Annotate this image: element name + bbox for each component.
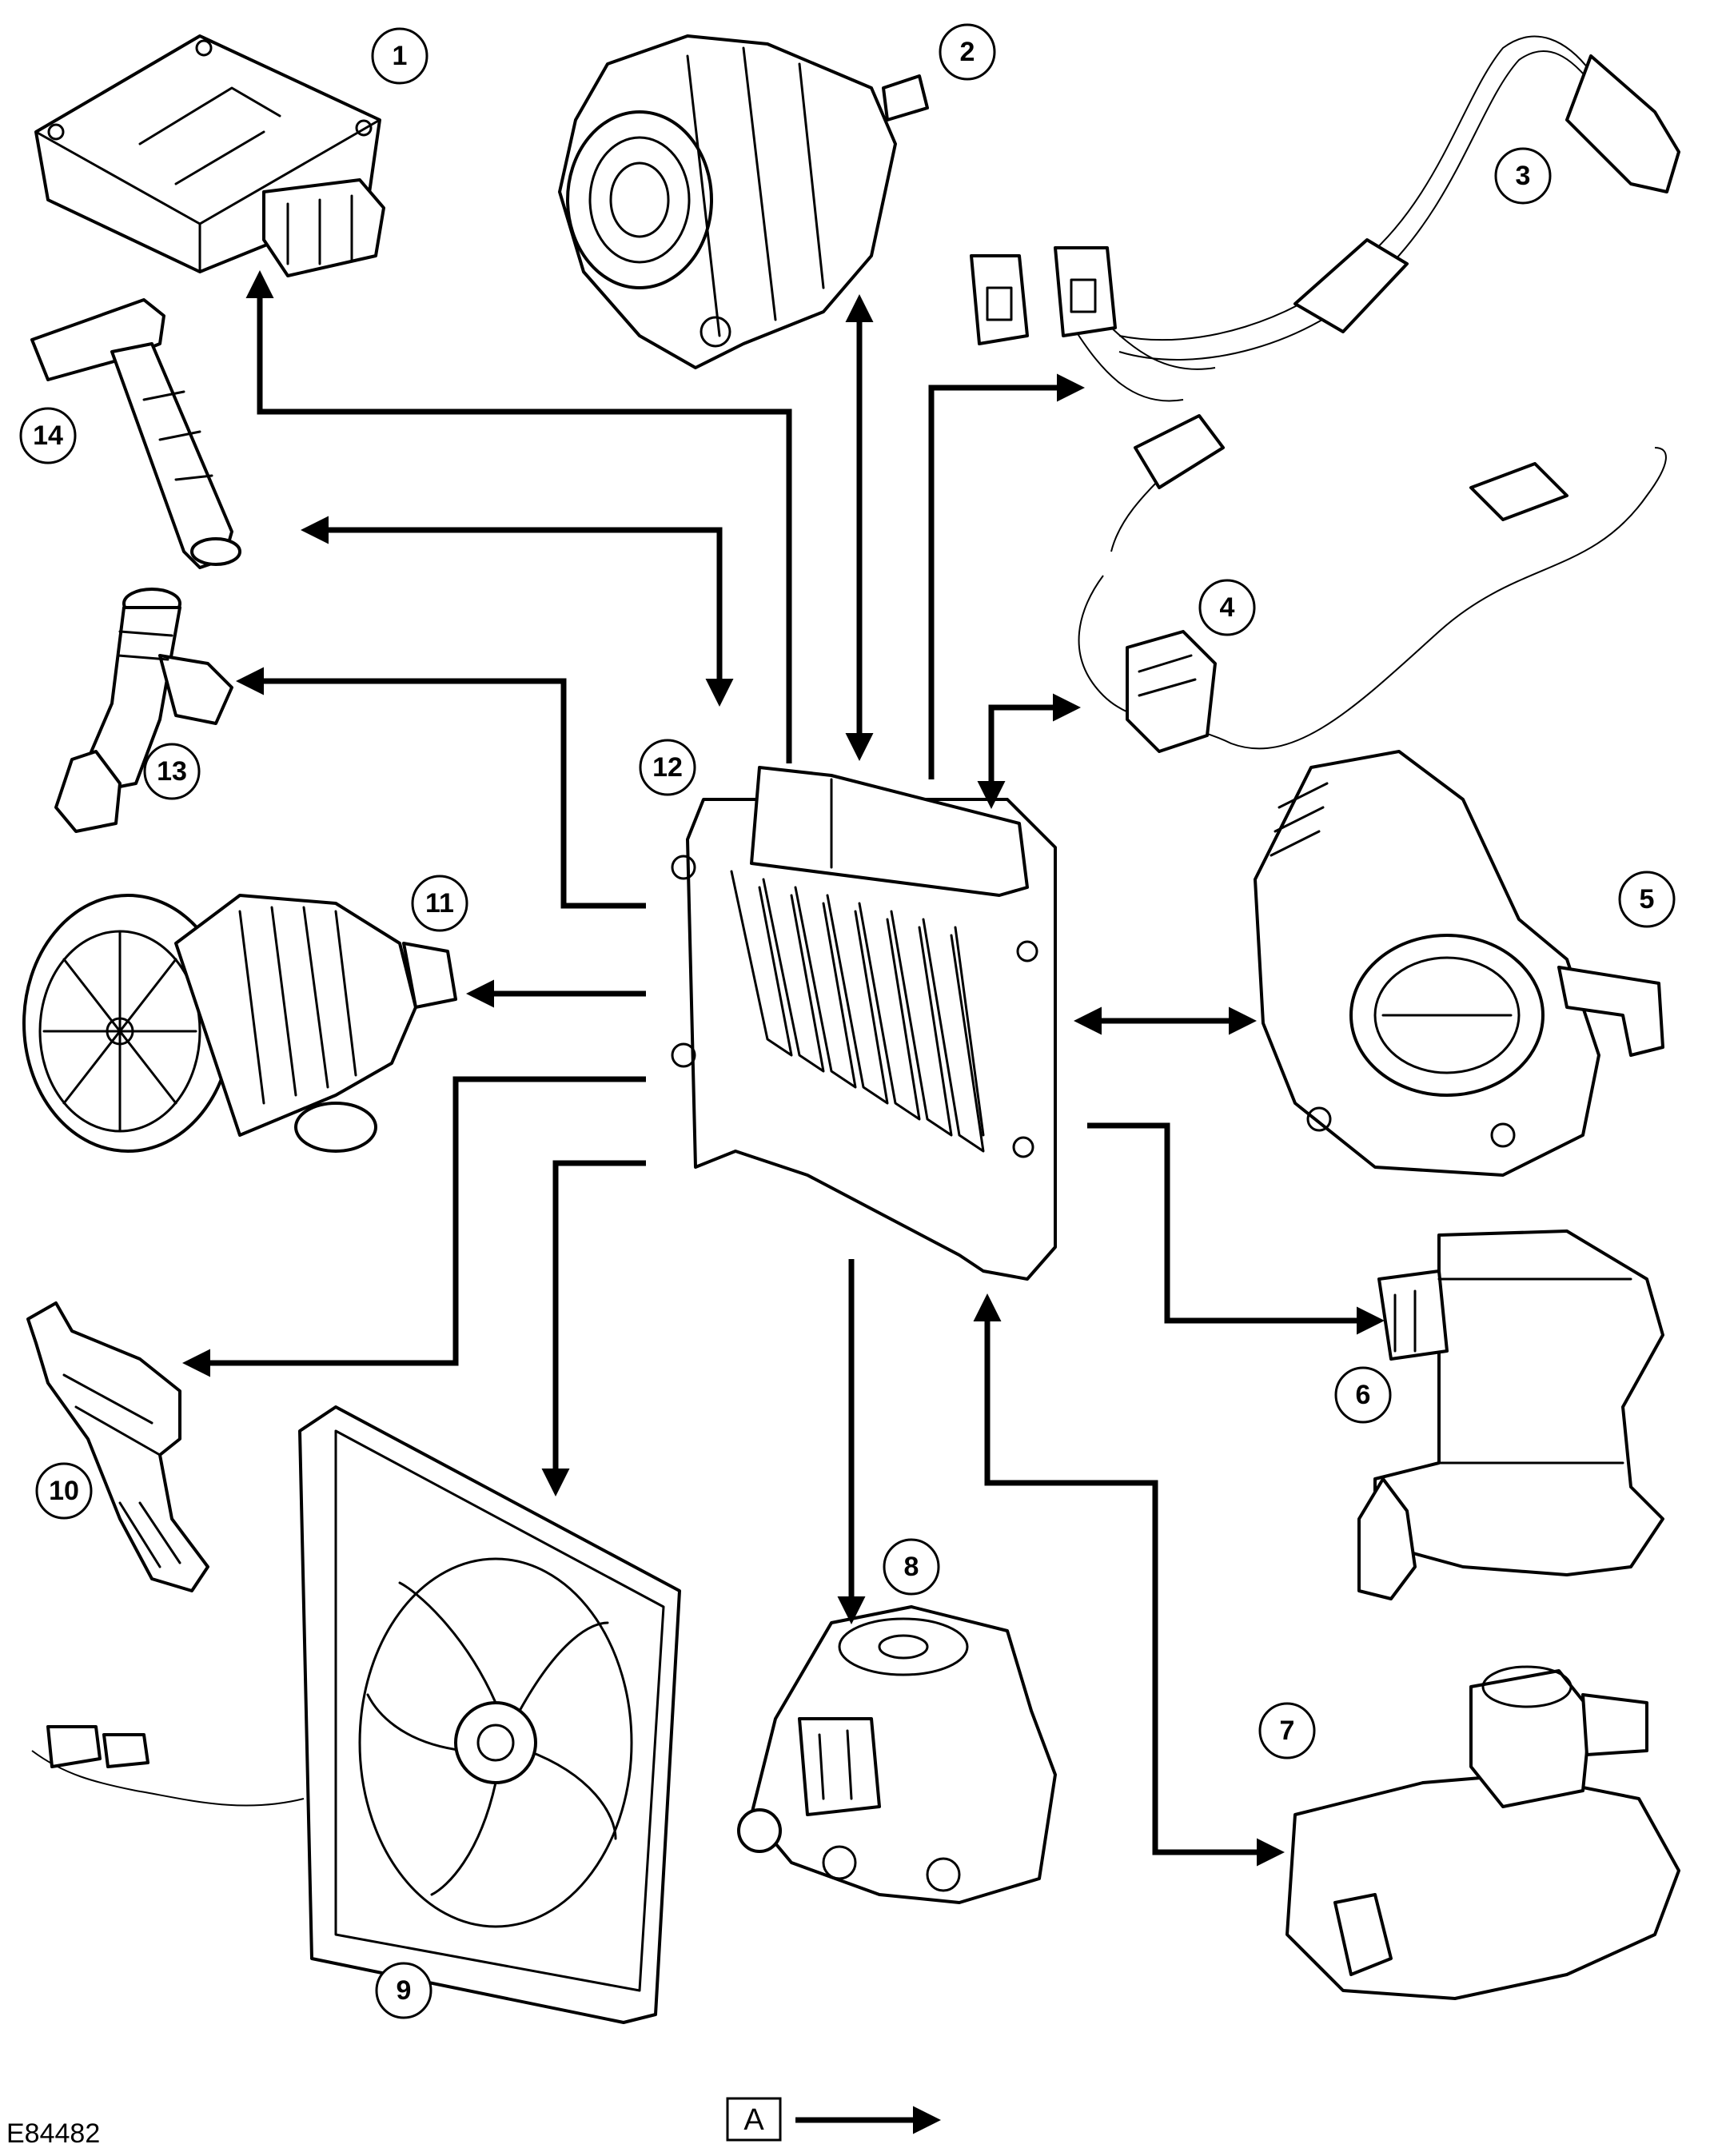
component-2-generator (558, 34, 929, 369)
callout-11: 11 (411, 875, 468, 932)
connector-1 (245, 270, 792, 763)
component-1-module (34, 34, 385, 277)
connector-14 (301, 516, 734, 707)
callout-13: 13 (143, 743, 201, 800)
svg-text:3: 3 (1516, 161, 1531, 191)
engine-control-module (671, 766, 1057, 1281)
legend-key-letter: A (743, 2103, 764, 2137)
connector-9 (541, 1160, 646, 1496)
connector-13 (236, 667, 646, 909)
callout-7: 7 (1258, 1702, 1316, 1759)
callout-12: 12 (639, 739, 696, 796)
svg-text:2: 2 (960, 37, 975, 67)
svg-text:6: 6 (1356, 1380, 1371, 1410)
svg-text:5: 5 (1640, 884, 1655, 915)
connector-4 (977, 693, 1081, 809)
component-4-oxygen-sensor (1078, 414, 1667, 753)
connections (182, 270, 1385, 1867)
svg-text:8: 8 (904, 1552, 919, 1582)
svg-text:1: 1 (393, 41, 408, 71)
component-6-valve (1357, 1229, 1664, 1600)
callout-3: 3 (1494, 147, 1552, 205)
connector-7 (973, 1293, 1285, 1867)
component-10-solenoid (26, 1301, 209, 1592)
component-7-valve (1285, 1665, 1680, 2000)
svg-text:13: 13 (157, 756, 187, 787)
callout-5: 5 (1618, 871, 1676, 928)
component-14-ignition-coil (30, 298, 241, 569)
callout-10: 10 (35, 1462, 93, 1520)
callout-6: 6 (1334, 1366, 1392, 1424)
component-13-fuel-injector (54, 588, 233, 833)
svg-text:7: 7 (1280, 1716, 1295, 1746)
component-11-air-pump (22, 894, 457, 1153)
connector-10 (182, 1076, 646, 1377)
connector-3 (928, 373, 1085, 779)
connector-6 (1087, 1122, 1385, 1335)
callout-8: 8 (883, 1538, 940, 1596)
callout-9: 9 (375, 1962, 432, 2019)
fan-blades (366, 1581, 617, 1896)
figure-id: E84482 (6, 2118, 100, 2149)
ecm-cooling-fins (730, 870, 985, 1153)
component-9-cooling-fan (31, 1405, 681, 2024)
svg-text:12: 12 (652, 752, 683, 783)
component-3-oxygen-sensor (970, 35, 1680, 402)
callout-14: 14 (19, 407, 77, 464)
callout-2: 2 (939, 23, 996, 81)
svg-text:9: 9 (397, 1975, 412, 2006)
component-5-throttle-body (1254, 750, 1664, 1177)
svg-text:10: 10 (49, 1476, 79, 1506)
svg-text:4: 4 (1220, 592, 1235, 623)
legend-key: A (726, 2097, 941, 2142)
svg-text:14: 14 (33, 420, 63, 451)
component-8-valve (737, 1605, 1057, 1904)
callout-4: 4 (1198, 579, 1256, 636)
svg-text:11: 11 (425, 888, 454, 919)
callout-1: 1 (371, 27, 428, 85)
callouts: 1 2 3 4 5 6 7 8 9 10 11 12 13 14 (19, 23, 1676, 2019)
